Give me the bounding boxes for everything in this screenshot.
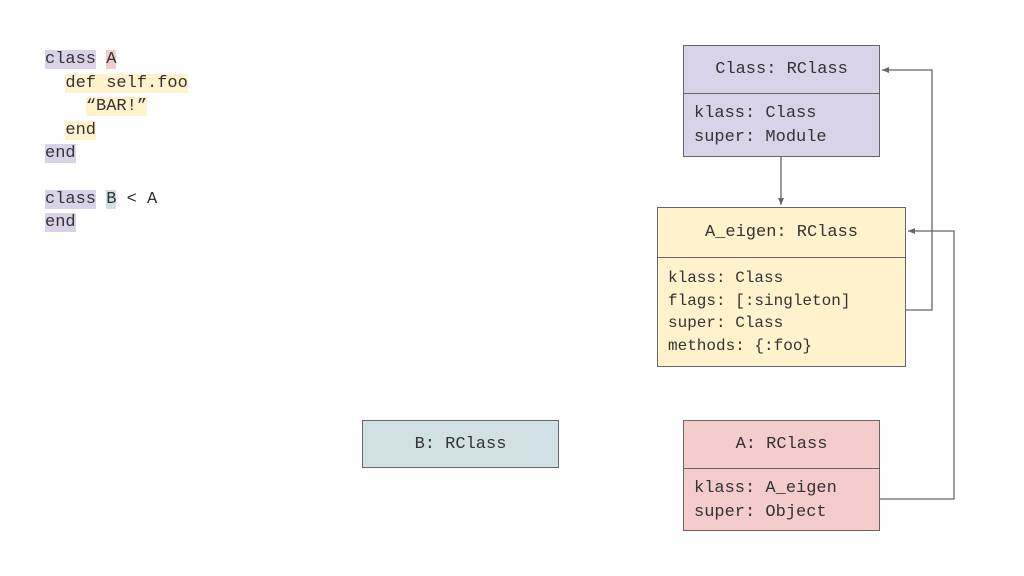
code-token: class bbox=[45, 50, 97, 69]
class-rclass-field-super: super: Module bbox=[694, 127, 827, 147]
code-line: class A bbox=[45, 48, 188, 72]
code-token: class bbox=[45, 189, 97, 209]
code-token: end bbox=[45, 144, 76, 163]
code-blank-line bbox=[45, 166, 188, 188]
class-rclass-field-klass: klass: Class bbox=[694, 104, 817, 123]
a-eigen-field-flags: flags: [:singleton] bbox=[668, 291, 851, 310]
a-rclass-box: A: RClass klass: A_eigen super: Object bbox=[683, 420, 880, 531]
code-token: def self.foo bbox=[65, 73, 188, 93]
a-eigen-box: A_eigen: RClass klass: Class flags: [:si… bbox=[657, 207, 906, 367]
code-line: end bbox=[45, 211, 188, 235]
code-token: end bbox=[45, 213, 76, 232]
b-rclass-title: B: RClass bbox=[414, 434, 507, 454]
code-token: A bbox=[106, 50, 117, 69]
class-rclass-title: Class: RClass bbox=[684, 46, 879, 94]
code-line: “BAR!” bbox=[45, 95, 188, 119]
class-rclass-box: Class: RClass klass: Class super: Module bbox=[683, 45, 880, 157]
a-eigen-field-methods: methods: {:foo} bbox=[668, 336, 813, 355]
a-rclass-field-klass: klass: A_eigen bbox=[694, 479, 837, 498]
a-eigen-title: A_eigen: RClass bbox=[658, 208, 905, 258]
a-eigen-field-super: super: Class bbox=[668, 314, 784, 332]
class-rclass-fields: klass: Class super: Module bbox=[684, 94, 879, 149]
a-eigen-fields: klass: Class flags: [:singleton] super: … bbox=[658, 258, 905, 357]
code-line: class B < A bbox=[45, 188, 188, 212]
code-token bbox=[45, 121, 65, 140]
code-token: < A bbox=[116, 189, 158, 209]
code-token bbox=[96, 50, 106, 69]
a-rclass-fields: klass: A_eigen super: Object bbox=[684, 469, 879, 524]
code-token bbox=[96, 190, 106, 209]
code-token: “BAR!” bbox=[85, 97, 148, 116]
a-rclass-field-super: super: Object bbox=[694, 502, 827, 522]
a-eigen-field-klass: klass: Class bbox=[668, 269, 784, 287]
code-token: end bbox=[65, 120, 97, 140]
code-token bbox=[45, 97, 86, 116]
code-line: end bbox=[45, 142, 188, 166]
code-token bbox=[45, 74, 65, 93]
code-line: def self.foo bbox=[45, 72, 188, 96]
code-line: end bbox=[45, 119, 188, 143]
code-token: B bbox=[106, 189, 117, 209]
b-rclass-box: B: RClass bbox=[362, 420, 559, 468]
a-rclass-title: A: RClass bbox=[684, 421, 879, 469]
